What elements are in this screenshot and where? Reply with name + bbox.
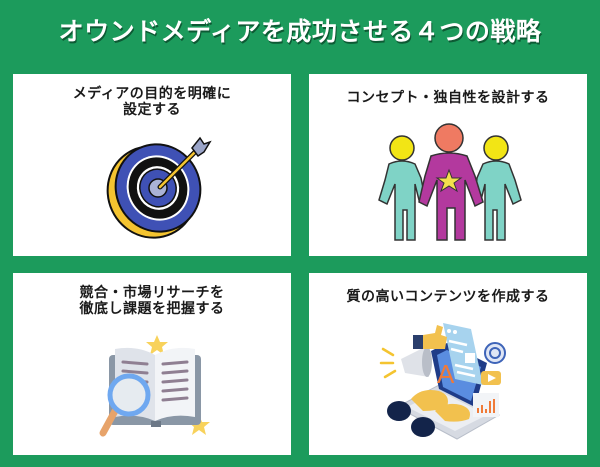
svg-text:A: A — [437, 359, 455, 389]
strategy-title-line: 徹底し課題を把握する — [79, 301, 225, 317]
strategy-card-purpose: メディアの目的を明確に 設定する — [13, 74, 291, 256]
strategy-card-concept: コンセプト・独自性を設計する — [309, 74, 587, 256]
strategy-title: 競合・市場リサーチを 徹底し課題を把握する — [13, 285, 291, 317]
strategy-title-line: 競合・市場リサーチを — [79, 285, 225, 301]
target-dartboard-icon — [100, 132, 212, 244]
page-title: オウンドメディアを成功させる４つの戦略 — [58, 17, 542, 46]
strategy-title-line: メディアの目的を明確に — [72, 86, 232, 102]
strategy-title: コンセプト・独自性を設計する — [309, 90, 587, 106]
strategy-card-content: 質の高いコンテンツを作成する A — [309, 273, 587, 455]
strategy-title: 質の高いコンテンツを作成する — [309, 289, 587, 305]
book-magnifier-icon — [95, 329, 223, 449]
laptop-content-creation-icon: A — [377, 315, 521, 445]
strategy-title: メディアの目的を明確に 設定する — [13, 86, 291, 118]
strategy-title-line: コンセプト・独自性を設計する — [346, 90, 550, 106]
strategy-card-research: 競合・市場リサーチを 徹底し課題を把握する — [13, 273, 291, 455]
people-standout-icon — [369, 118, 529, 248]
strategy-title-line: 設定する — [123, 102, 181, 118]
strategy-title-line: 質の高いコンテンツを作成する — [346, 289, 550, 305]
